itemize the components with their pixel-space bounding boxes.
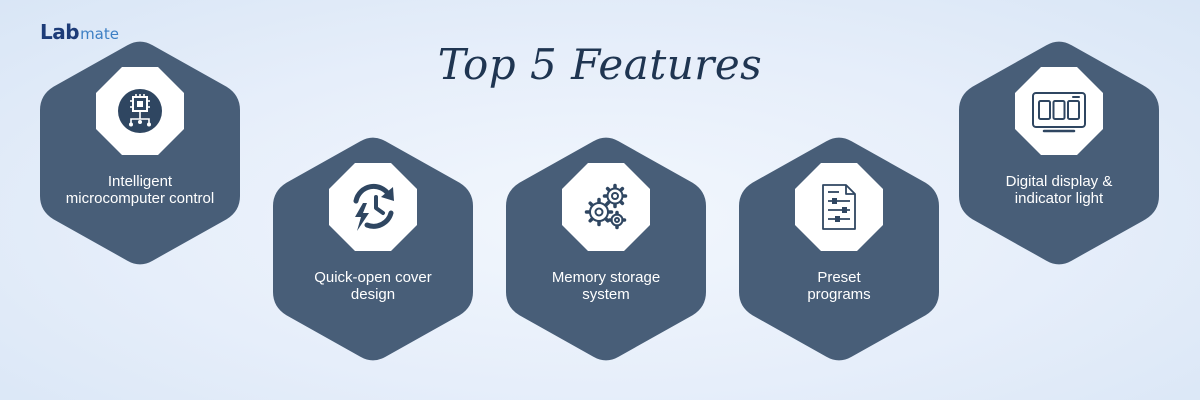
labmate-logo: Lab mate xyxy=(40,20,119,44)
icon-badge xyxy=(329,163,417,251)
feature-label-line: Quick-open cover xyxy=(314,269,432,286)
feature-label-line: Preset xyxy=(817,269,861,286)
feature-card-memory-storage: Memory storage system xyxy=(506,136,706,362)
feature-label-line: indicator light xyxy=(1014,190,1104,207)
page-title: Top 5 Features xyxy=(437,40,763,89)
feature-card-microcomputer-control: Intelligent microcomputer control xyxy=(40,40,240,266)
gears-icon xyxy=(584,183,628,230)
logo-lab-text: Lab xyxy=(40,20,80,44)
preset-document-icon xyxy=(822,184,856,230)
quick-open-icon xyxy=(353,184,394,231)
feature-label-line: Digital display & xyxy=(1005,173,1113,190)
feature-label: Preset programs xyxy=(739,269,939,303)
icon-badge xyxy=(562,163,650,251)
feature-label: Digital display & indicator light xyxy=(959,173,1159,207)
digital-display-icon xyxy=(1032,92,1086,133)
feature-card-digital-display: Digital display & indicator light xyxy=(959,40,1159,266)
icon-badge xyxy=(96,67,184,155)
feature-label-line: Memory storage xyxy=(551,269,661,286)
feature-card-quick-open-cover: Quick-open cover design xyxy=(273,136,473,362)
icon-badge xyxy=(1015,67,1103,155)
feature-label-line: programs xyxy=(807,286,871,303)
logo-mate-text: mate xyxy=(80,25,119,43)
feature-label: Intelligent microcomputer control xyxy=(40,173,240,207)
feature-label-line: Intelligent xyxy=(107,173,173,190)
feature-label-line: microcomputer control xyxy=(65,190,215,207)
microchip-icon xyxy=(118,89,162,133)
feature-label: Quick-open cover design xyxy=(273,269,473,303)
feature-card-preset-programs: Preset programs xyxy=(739,136,939,362)
feature-label-line: system xyxy=(582,286,630,303)
feature-label-line: design xyxy=(350,286,396,303)
icon-badge xyxy=(795,163,883,251)
feature-label: Memory storage system xyxy=(506,269,706,303)
